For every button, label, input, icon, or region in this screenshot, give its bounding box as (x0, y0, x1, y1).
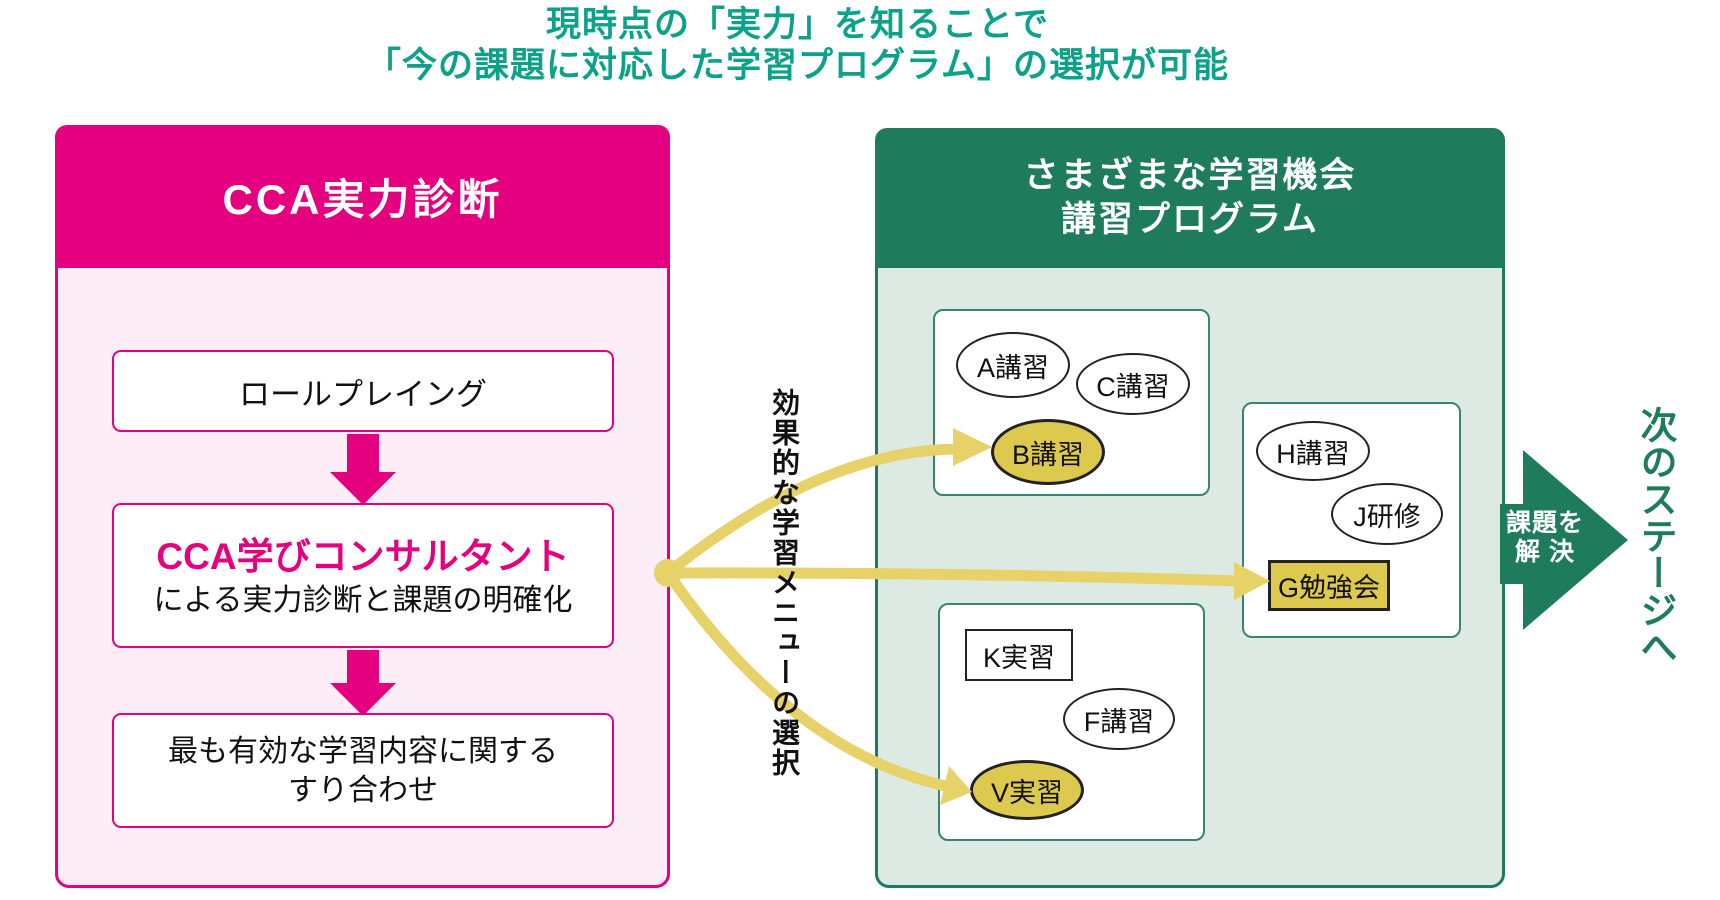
learning-programs-panel: さまざまな学習機会 講習プログラム A講習 C講習 B講習 H講習 J研修 G勉… (875, 128, 1505, 888)
program-f-label: F講習 (1083, 706, 1155, 737)
cca-diagnosis-panel: CCA実力診断 ロールプレイング CCA学びコンサルタント による実力診断と課題… (55, 125, 670, 888)
solve-issues-line2: 解 決 (1515, 538, 1575, 566)
solve-issues-caption: 課題を 解 決 (1500, 509, 1590, 567)
program-g-rect-highlighted: G勉強会 (1268, 560, 1390, 611)
program-j-ellipse: J研修 (1331, 483, 1443, 545)
down-arrow-icon (58, 434, 667, 505)
down-arrow-shaft (346, 650, 379, 683)
program-g-label: G勉強会 (1277, 573, 1380, 603)
page-title: 現時点の「実力」を知ることで 「今の課題に対応した学習プログラム」の選択が可能 (55, 4, 1540, 86)
program-j-label: J研修 (1353, 501, 1421, 532)
down-arrow-icon (58, 650, 667, 716)
step-consultant-box: CCA学びコンサルタント による実力診断と課題の明確化 (112, 503, 614, 648)
program-b-ellipse-highlighted: B講習 (991, 419, 1105, 485)
cca-diagnosis-panel-header: CCA実力診断 (55, 125, 670, 268)
down-arrow-head (329, 683, 396, 716)
program-b-label: B講習 (1011, 439, 1084, 470)
step-consultant-highlight: CCA学びコンサルタント (156, 535, 570, 577)
program-c-label: C講習 (1096, 371, 1170, 402)
program-k-rect: K実習 (965, 629, 1073, 681)
program-c-ellipse: C講習 (1076, 353, 1190, 415)
step-alignment-line2: すり合わせ (288, 773, 438, 807)
next-stage-caption: 次のステージへ (1635, 406, 1676, 665)
program-v-ellipse-highlighted: V実習 (970, 760, 1084, 820)
step-consultant-text: による実力診断と課題の明確化 (153, 583, 573, 617)
program-f-ellipse: F講習 (1063, 688, 1175, 750)
down-arrow-shaft (346, 434, 379, 472)
solve-issues-line1: 課題を (1505, 509, 1584, 537)
step-alignment-line1: 最も有効な学習内容に関する (168, 734, 558, 768)
step-alignment-box: 最も有効な学習内容に関する すり合わせ (112, 713, 614, 828)
program-k-label: K実習 (982, 642, 1055, 673)
page-title-line2: 「今の課題に対応した学習プログラム」の選択が可能 (366, 46, 1229, 85)
program-v-label: V実習 (990, 777, 1063, 808)
program-a-label: A講習 (976, 352, 1049, 383)
program-h-ellipse: H講習 (1256, 421, 1370, 481)
step-roleplaying-label: ロールプレイング (239, 376, 487, 412)
connector-caption: 効果的な学習メニューの選択 (769, 388, 800, 778)
program-h-label: H講習 (1276, 438, 1350, 469)
page-title-line1: 現時点の「実力」を知ることで (546, 5, 1049, 44)
program-a-ellipse: A講習 (956, 332, 1070, 398)
learning-programs-header-line1: さまざまな学習機会 (1023, 156, 1357, 195)
learning-programs-panel-header: さまざまな学習機会 講習プログラム (875, 128, 1505, 268)
learning-programs-header-line2: 講習プログラム (1061, 200, 1319, 239)
down-arrow-head (329, 472, 396, 505)
step-roleplaying-box: ロールプレイング (112, 350, 614, 432)
